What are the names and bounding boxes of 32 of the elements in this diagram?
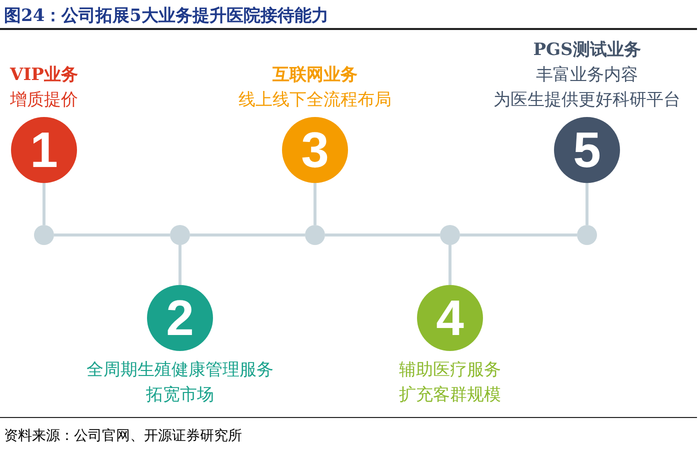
number-circle: 1 — [11, 117, 77, 183]
connector-line — [314, 183, 316, 225]
timeline-dot — [577, 225, 597, 245]
title: 图24：公司拓展5大业务提升医院接待能力 — [4, 5, 328, 27]
description-text: 扩充客群规模 — [399, 384, 501, 406]
description-text: 丰富业务内容 — [536, 64, 638, 86]
number-circle: 3 — [282, 117, 348, 183]
connector-line — [586, 183, 588, 225]
timeline-dot — [305, 225, 325, 245]
description-text: 拓宽市场 — [146, 384, 214, 406]
number-circle: 5 — [554, 117, 620, 183]
description-text: 为医生提供更好科研平台 — [494, 89, 680, 111]
connector-line — [190, 234, 305, 236]
connector-line — [54, 234, 170, 236]
connector-line — [178, 245, 182, 285]
description-text: 增质提价 — [10, 89, 78, 111]
number-circle: 2 — [147, 285, 213, 351]
description-text: 互联网业务 — [272, 64, 358, 86]
description-text: 全周期生殖健康管理服务 — [86, 359, 274, 381]
timeline-dot — [440, 225, 460, 245]
connector-line — [448, 245, 452, 285]
connector-line — [325, 234, 440, 236]
caption: 资料来源：公司官网、开源证券研究所 — [4, 427, 242, 445]
description-text: VIP业务 — [10, 64, 78, 86]
description-text: 线上线下全流程布局 — [238, 89, 392, 111]
description-text: PGS测试业务 — [533, 39, 641, 61]
number-circle: 4 — [417, 285, 483, 351]
connector-line — [460, 234, 577, 236]
timeline-dot — [170, 225, 190, 245]
timeline-dot — [34, 225, 54, 245]
description-text: 辅助医疗服务 — [399, 359, 501, 381]
connector-line — [42, 183, 46, 225]
